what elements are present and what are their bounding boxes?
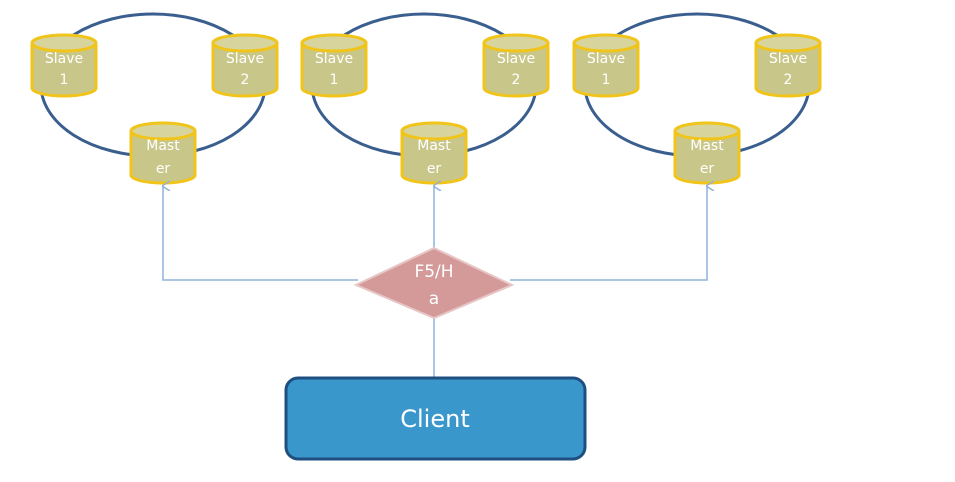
slave-1-label-line2: 1 [330,72,339,88]
slave-1-db: Slave 1 [572,33,640,98]
master-label-line1: Mast [146,138,180,154]
slave-1-label-line2: 1 [60,72,69,88]
slave-1-label-line2: 1 [602,72,611,88]
connector-lb-to-master-3 [510,186,707,281]
connectors [163,186,707,377]
slave-1-label-line1: Slave [45,51,83,67]
slave-1-label-line1: Slave [315,51,353,67]
slave-2-db: Slave 2 [211,33,279,98]
slave-2-label-line2: 2 [512,72,521,88]
master-db: Mast er [400,121,468,185]
cluster-3: Slave 1 Slave 2 Mast er [572,12,822,185]
cluster-2: Slave 1 Slave 2 Mast er [300,12,550,185]
slave-1-db: Slave 1 [300,33,368,98]
slave-2-label-line2: 2 [241,72,250,88]
connector-lb-to-master-1 [163,186,358,281]
load-balancer-label-line1: F5/H [414,262,453,282]
slave-1-db: Slave 1 [30,33,98,98]
load-balancer-diamond [353,246,515,320]
master-label-line1: Mast [690,138,724,154]
master-db: Mast er [129,121,197,185]
slave-2-db: Slave 2 [482,33,550,98]
master-label-line2: er [427,161,442,177]
client-label: Client [400,405,469,433]
slave-2-db: Slave 2 [754,33,822,98]
slave-1-label-line1: Slave [587,51,625,67]
client-node: Client [284,376,587,461]
slave-2-label-line2: 2 [784,72,793,88]
client-box [284,376,587,461]
master-db: Mast er [673,121,741,185]
load-balancer-node: F5/H a [353,246,515,320]
slave-2-label-line1: Slave [497,51,535,67]
cluster-1: Slave 1 Slave 2 Mast er [30,12,279,185]
load-balancer-label-line2: a [429,289,439,309]
slave-2-label-line1: Slave [769,51,807,67]
slave-2-label-line1: Slave [226,51,264,67]
master-label-line1: Mast [417,138,451,154]
master-label-line2: er [700,161,715,177]
master-label-line2: er [156,161,171,177]
